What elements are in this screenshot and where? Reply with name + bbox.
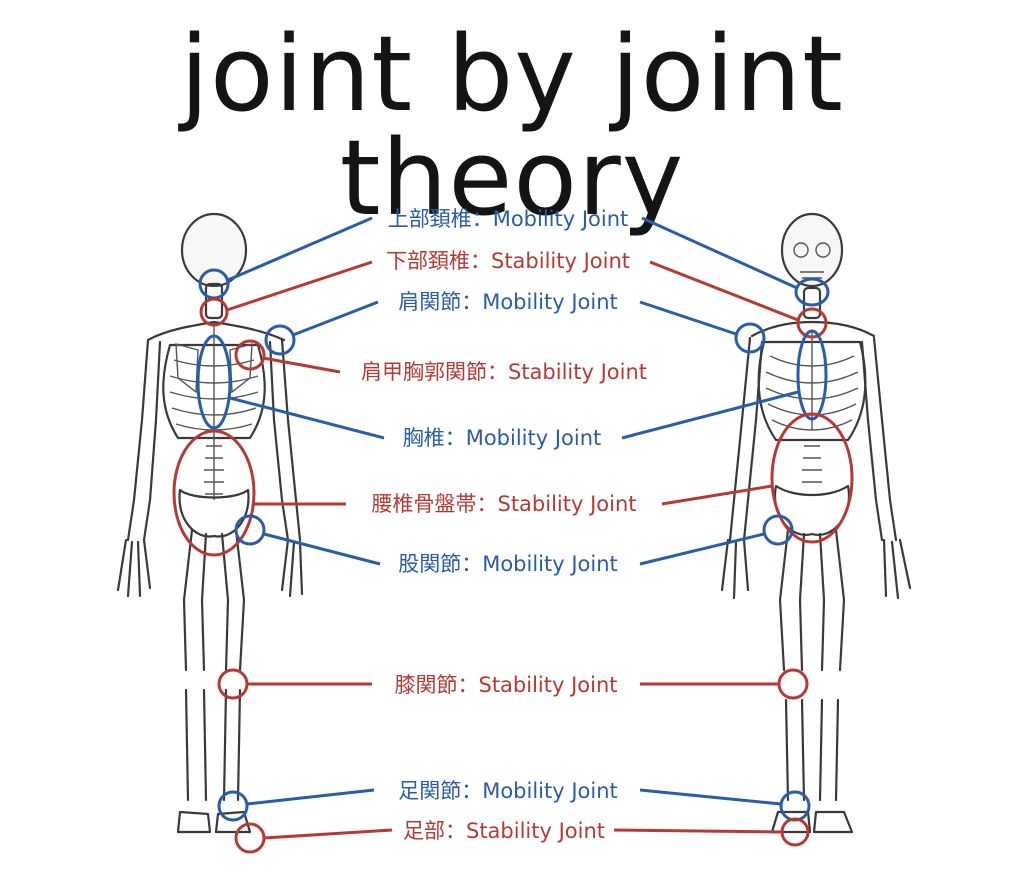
skeleton-back-view	[116, 212, 304, 834]
lumbopelvic-marker-left	[172, 429, 256, 557]
shoulder-marker-right	[734, 322, 766, 354]
hip-marker-right	[762, 514, 794, 546]
knee-marker-right	[777, 668, 809, 700]
label-lumbopelvic: 腰椎骨盤帯：Stability Joint	[371, 492, 636, 516]
lower-cervical-marker-left	[199, 297, 229, 327]
thoracic-marker-right	[796, 329, 828, 421]
label-foot: 足部：Stability Joint	[403, 819, 605, 843]
label-upper-cervical: 上部頚椎：Mobility Joint	[388, 207, 629, 231]
label-thoracic: 胸椎：Mobility Joint	[403, 426, 602, 450]
lumbopelvic-marker-right	[770, 412, 854, 544]
leader-lines	[226, 216, 799, 840]
label-scapulothoracic: 肩甲胸郭関節：Stability Joint	[361, 360, 647, 384]
shoulder-marker-left	[264, 324, 296, 356]
ankle-marker-right	[779, 790, 811, 822]
thoracic-marker-left	[196, 334, 232, 430]
page-title: joint by joint theory	[180, 13, 844, 239]
label-shoulder: 肩関節：Mobility Joint	[398, 290, 618, 314]
hip-marker-left	[234, 514, 266, 546]
label-hip: 股関節：Mobility Joint	[398, 552, 618, 576]
label-ankle: 足関節：Mobility Joint	[398, 779, 618, 803]
label-knee: 膝関節：Stability Joint	[394, 673, 617, 697]
ankle-marker-left	[217, 790, 249, 822]
knee-marker-left	[217, 668, 249, 700]
skeleton-front-view	[720, 212, 912, 834]
label-lower-cervical: 下部頚椎：Stability Joint	[386, 249, 630, 273]
lower-cervical-marker-right	[796, 307, 828, 339]
scapulothoracic-marker	[234, 339, 266, 371]
upper-cervical-marker-right	[794, 277, 830, 307]
